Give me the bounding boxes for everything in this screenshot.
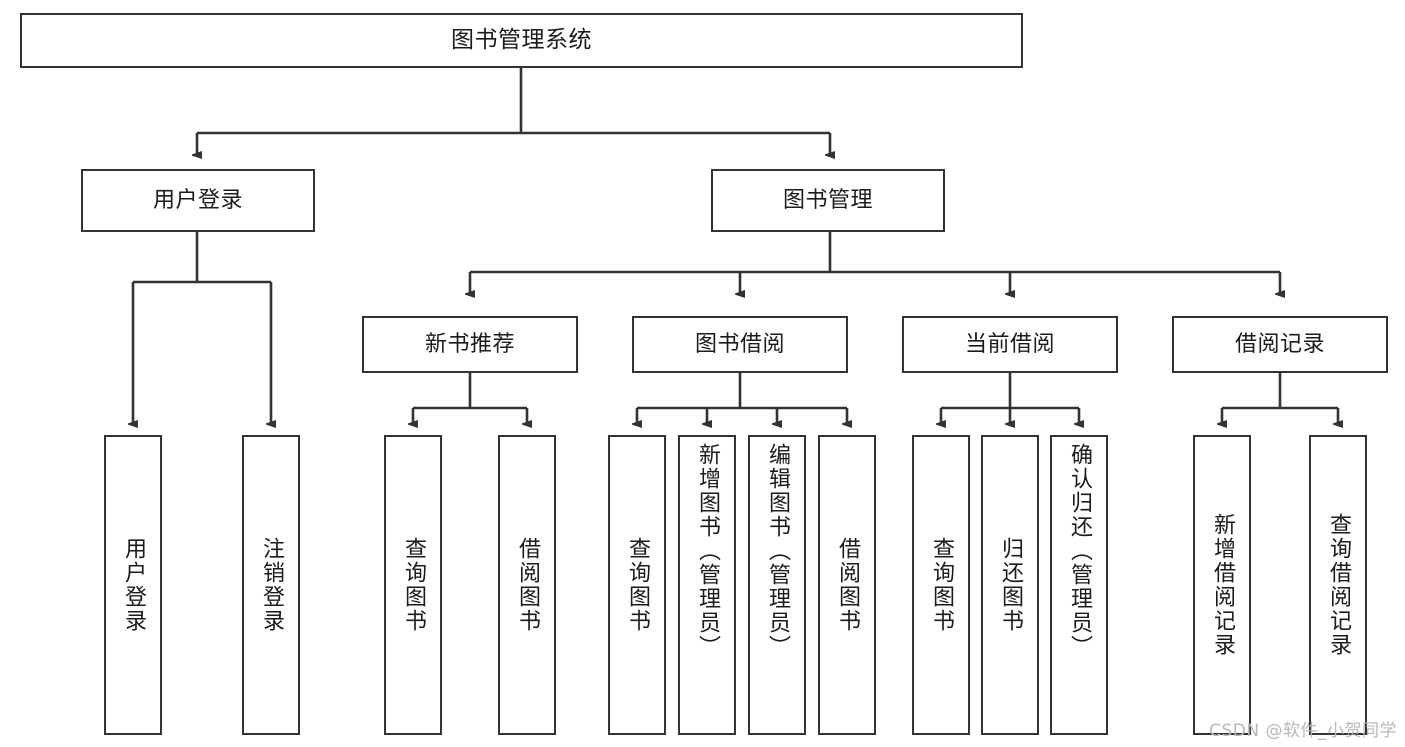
node-label: 归还图书 [998,537,1023,633]
leaf-query-borrow-record[interactable]: 查询借阅记录 [1309,435,1367,735]
node-root-system[interactable]: 图书管理系统 [20,13,1023,68]
node-label: 图书管理系统 [451,27,592,54]
node-label: 借阅图书 [835,537,860,633]
node-label: 注销登录 [259,537,284,633]
node-label: 图书借阅 [694,331,785,357]
node-label: 当前借阅 [964,331,1055,357]
node-label: 查询借阅记录 [1326,513,1351,657]
node-label: 新书推荐 [424,331,515,357]
leaf-borrow-book[interactable]: 借阅图书 [818,435,876,735]
node-label: 查询图书 [929,537,954,633]
node-label: 新增借阅记录 [1210,513,1235,657]
node-label: 用户登录 [152,187,243,213]
node-borrow-records[interactable]: 借阅记录 [1172,316,1388,373]
node-current-borrow[interactable]: 当前借阅 [902,316,1118,373]
node-new-book-recommend[interactable]: 新书推荐 [362,316,578,373]
node-label: 查询图书 [401,537,426,633]
leaf-confirm-return-admin[interactable]: 确认归还（管理员） [1050,435,1108,735]
node-book-borrow[interactable]: 图书借阅 [632,316,848,373]
node-label: 用户登录 [121,537,146,633]
node-label: 借阅记录 [1234,331,1325,357]
leaf-query-book-recommend[interactable]: 查询图书 [384,435,442,735]
leaf-add-book-admin[interactable]: 新增图书（管理员） [678,435,736,735]
node-label: 编辑图书（管理员） [765,443,790,659]
leaf-query-book-current[interactable]: 查询图书 [912,435,970,735]
node-label: 新增图书（管理员） [695,443,720,659]
leaf-add-borrow-record[interactable]: 新增借阅记录 [1193,435,1251,735]
leaf-edit-book-admin[interactable]: 编辑图书（管理员） [748,435,806,735]
node-label: 借阅图书 [515,537,540,633]
node-user-login[interactable]: 用户登录 [81,169,315,232]
leaf-borrow-book-recommend[interactable]: 借阅图书 [498,435,556,735]
node-label: 确认归还（管理员） [1067,443,1092,659]
node-book-management[interactable]: 图书管理 [711,169,945,232]
node-label: 查询图书 [625,537,650,633]
leaf-user-login[interactable]: 用户登录 [104,435,162,735]
leaf-return-book[interactable]: 归还图书 [981,435,1039,735]
leaf-query-book-borrow[interactable]: 查询图书 [608,435,666,735]
watermark-text: CSDN @软件_小贺同学 [1209,721,1397,741]
node-label: 图书管理 [782,187,873,213]
leaf-logout[interactable]: 注销登录 [242,435,300,735]
